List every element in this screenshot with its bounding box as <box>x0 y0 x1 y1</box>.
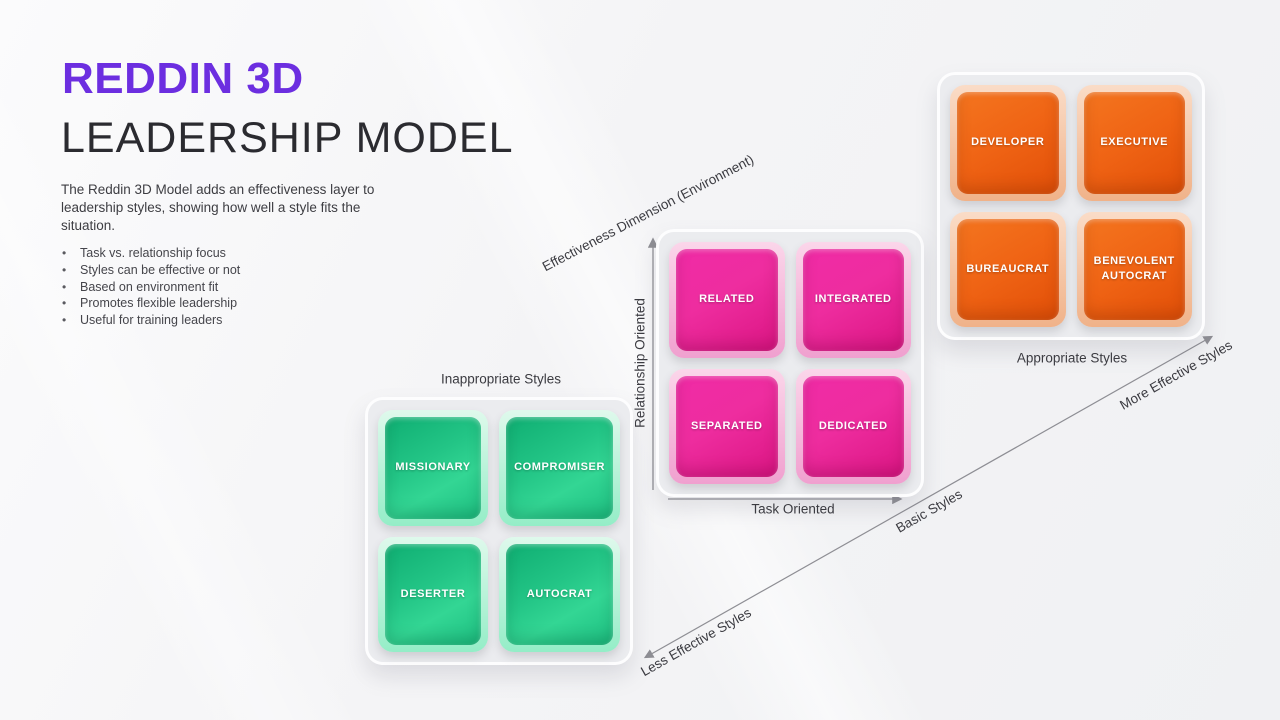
style-box-label: DEDICATED <box>802 375 904 477</box>
bullet-text: Useful for training leaders <box>80 313 223 328</box>
group-appropriate-styles: DEVELOPER EXECUTIVE BUREAUCRAT BENEVOLEN… <box>937 72 1205 340</box>
slide-title-accent: REDDIN 3D <box>62 54 304 103</box>
bullet-item: • Promotes flexible leadership <box>62 295 240 312</box>
relationship-oriented-axis-label: Relationship Oriented <box>632 298 648 428</box>
style-box-autocrat: AUTOCRAT <box>499 536 620 652</box>
style-box-label: BUREAUCRAT <box>957 218 1059 320</box>
bullet-text: Styles can be effective or not <box>80 262 241 277</box>
style-box-separated: SEPARATED <box>669 368 785 484</box>
style-box-label: DEVELOPER <box>957 92 1059 194</box>
style-box-benevolent-autocrat: BENEVOLENT AUTOCRAT <box>1076 211 1192 327</box>
style-box-label: AUTOCRAT <box>506 543 613 645</box>
inappropriate-styles-label: Inappropriate Styles <box>440 371 562 387</box>
appropriate-styles-label: Appropriate Styles <box>1016 350 1128 366</box>
bullet-list: • Task vs. relationship focus • Styles can… <box>62 245 240 329</box>
style-box-label: INTEGRATED <box>802 249 904 351</box>
bullet-item: • Task vs. relationship focus <box>62 245 240 262</box>
bullet-marker: • <box>62 296 67 311</box>
group-basic-styles: RELATED INTEGRATED SEPARATED DEDICATED <box>656 229 924 497</box>
style-box-related: RELATED <box>669 242 785 358</box>
style-box-label: DESERTER <box>385 543 482 645</box>
bullet-item: • Useful for training leaders <box>62 312 240 329</box>
style-box-missionary: MISSIONARY <box>378 410 489 526</box>
style-box-label: BENEVOLENT AUTOCRAT <box>1083 218 1185 320</box>
style-box-executive: EXECUTIVE <box>1076 85 1192 201</box>
bullet-item: • Based on environment fit <box>62 279 240 296</box>
bullet-marker: • <box>62 262 67 277</box>
more-effective-styles-label: More Effective Styles <box>1117 337 1235 413</box>
style-box-label: MISSIONARY <box>385 417 482 519</box>
bullet-text: Based on environment fit <box>80 279 219 294</box>
bullet-marker: • <box>62 313 67 328</box>
bullet-marker: • <box>62 279 67 294</box>
style-box-compromiser: COMPROMISER <box>499 410 620 526</box>
style-box-developer: DEVELOPER <box>950 85 1066 201</box>
style-box-deserter: DESERTER <box>378 536 489 652</box>
style-box-bureaucrat: BUREAUCRAT <box>950 211 1066 327</box>
bullet-item: • Styles can be effective or not <box>62 262 240 279</box>
style-box-label: RELATED <box>676 249 778 351</box>
style-box-label: EXECUTIVE <box>1083 92 1185 194</box>
task-oriented-axis-label: Task Oriented <box>751 501 835 517</box>
less-effective-styles-label: Less Effective Styles <box>638 604 754 680</box>
style-box-label: COMPROMISER <box>506 417 613 519</box>
style-box-integrated: INTEGRATED <box>795 242 911 358</box>
group-inappropriate-styles: MISSIONARY COMPROMISER DESERTER AUTOCRAT <box>365 397 633 665</box>
style-box-label: SEPARATED <box>676 375 778 477</box>
bullet-text: Task vs. relationship focus <box>80 246 226 260</box>
style-box-dedicated: DEDICATED <box>795 368 911 484</box>
slide-title: LEADERSHIP MODEL <box>61 114 514 162</box>
bullet-marker: • <box>62 246 67 260</box>
slide-description: The Reddin 3D Model adds an effectivenes… <box>61 182 375 233</box>
bullet-text: Promotes flexible leadership <box>80 296 238 311</box>
